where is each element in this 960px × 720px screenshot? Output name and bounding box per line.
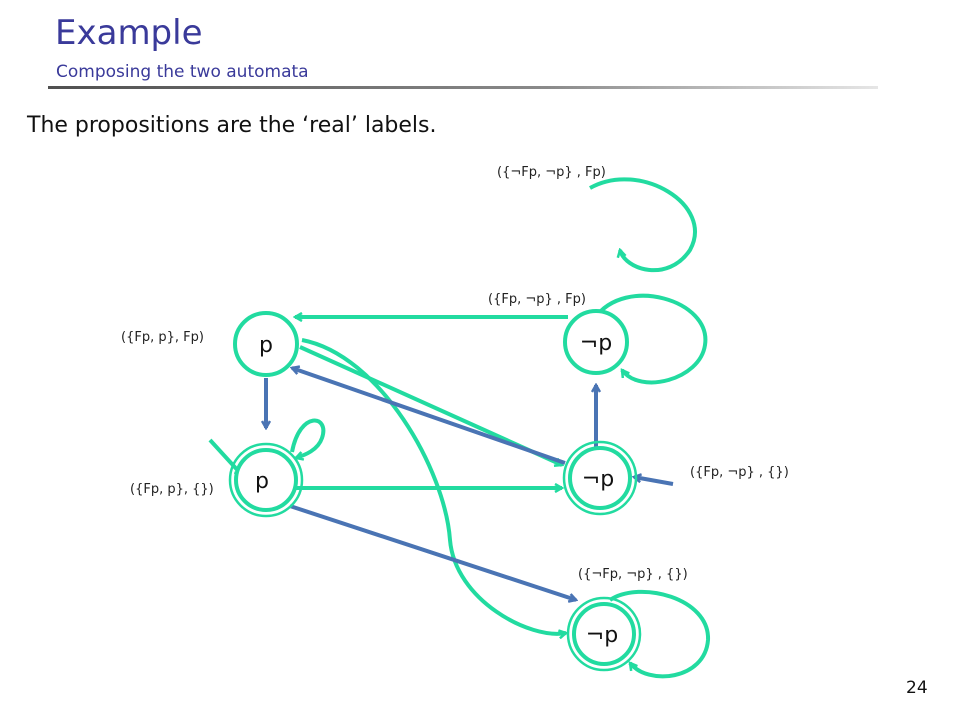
body-text: The propositions are the ‘real’ labels. [27,113,437,138]
self-loop-notp-bottom [608,589,711,679]
svg-text:¬p: ¬p [580,331,612,356]
edge-notp-middle-to-p-top [292,368,566,465]
label-top-loop: ({¬Fp, ¬p} , Fp) [497,165,606,180]
state-p-bottom: p [228,442,304,518]
svg-text:¬p: ¬p [582,467,614,492]
label-notp-bottom: ({¬Fp, ¬p} , {}) [578,567,688,582]
slide-title: Example [55,13,203,53]
state-p-top: p [233,311,299,377]
edge-entry-notp-middle [634,477,674,486]
state-notp-top: ¬p [563,309,629,375]
page-number: 24 [906,678,928,698]
self-loop-notp-top [593,293,708,385]
edge-p-bottom-to-notp-bottom [289,504,576,600]
label-notp-middle: ({Fp, ¬p} , {}) [690,465,789,480]
self-loop-p-bottom [290,418,326,458]
svg-text:p: p [259,333,273,358]
label-p-bottom: ({Fp, p}, {}) [130,482,214,497]
label-p-top: ({Fp, p}, Fp) [121,330,204,345]
title-underline [48,86,878,89]
svg-text:¬p: ¬p [586,623,618,648]
svg-text:p: p [255,469,269,494]
state-notp-bottom: ¬p [566,596,642,672]
edge-p-top-to-notp-bottom [301,338,566,634]
state-notp-middle: ¬p [562,440,638,516]
label-notp-top: ({Fp, ¬p} , Fp) [488,292,586,307]
self-loop-top [589,177,697,273]
slide-subtitle: Composing the two automata [56,62,309,82]
